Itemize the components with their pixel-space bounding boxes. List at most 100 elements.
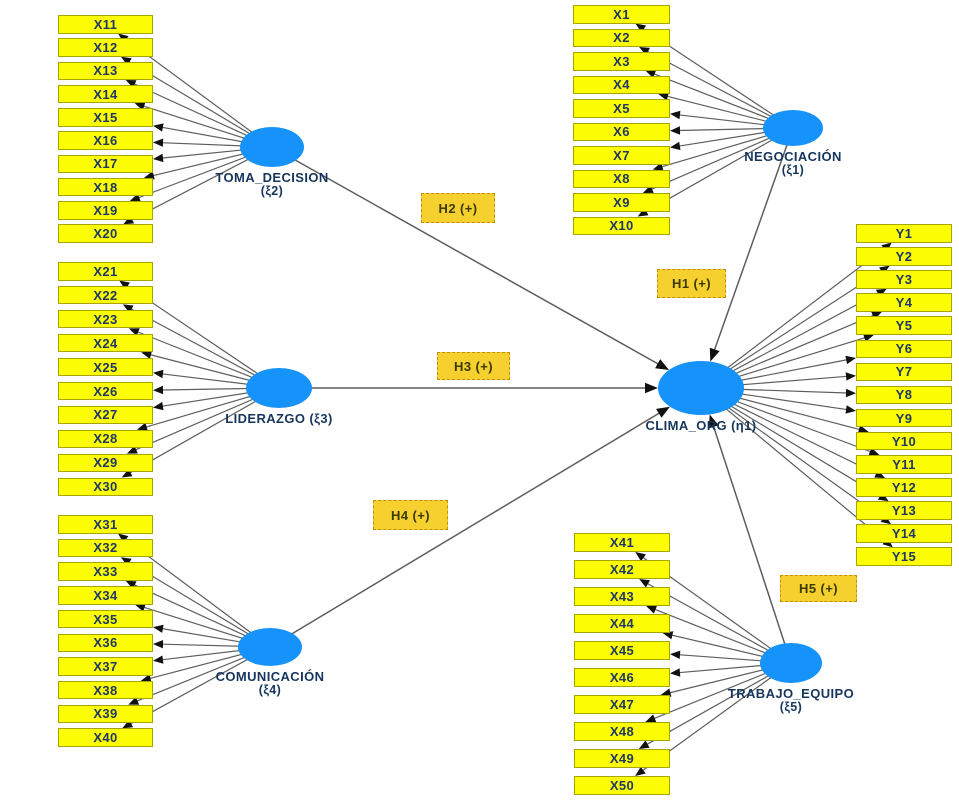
indicator-Y6[interactable]: Y6 (856, 339, 952, 358)
indicator-X40[interactable]: X40 (58, 728, 153, 747)
indicator-X47[interactable]: X47 (574, 695, 670, 714)
latent-toma_decision[interactable] (240, 127, 304, 167)
latent-label-line: TRABAJO_EQUIPO (727, 686, 855, 701)
arrowhead-icon (845, 355, 856, 365)
latent-clima_org[interactable] (658, 361, 744, 415)
indicator-X10[interactable]: X10 (573, 216, 670, 235)
latent-label-clima_org: CLIMA_ORG (η1) (611, 418, 791, 433)
indicator-X25[interactable]: X25 (58, 357, 153, 377)
arrowhead-icon (660, 688, 672, 697)
hypothesis-note-H1[interactable]: H1 (+) (657, 269, 726, 298)
indicator-X18[interactable]: X18 (58, 177, 153, 197)
indicator-X7[interactable]: X7 (573, 146, 670, 165)
indicator-Y1[interactable]: Y1 (856, 224, 952, 243)
indicator-Y14[interactable]: Y14 (856, 524, 952, 543)
latent-label-negociacion: NEGOCIACIÓN(ξ1) (703, 149, 883, 178)
indicator-X24[interactable]: X24 (58, 333, 153, 353)
indicator-X32[interactable]: X32 (58, 538, 153, 558)
indicator-X5[interactable]: X5 (573, 99, 670, 118)
indicator-X15[interactable]: X15 (58, 108, 153, 127)
arrowhead-icon (140, 674, 152, 683)
indicator-X16[interactable]: X16 (58, 131, 153, 150)
indicator-X12[interactable]: X12 (58, 38, 153, 57)
indicator-Y4[interactable]: Y4 (856, 293, 952, 312)
hypothesis-note-H3[interactable]: H3 (+) (437, 352, 510, 380)
indicator-Y7[interactable]: Y7 (856, 362, 952, 382)
edge-line (713, 127, 794, 352)
latent-label-line: TOMA_DECISION (215, 170, 329, 185)
indicator-X41[interactable]: X41 (574, 533, 670, 552)
indicator-X17[interactable]: X17 (58, 154, 153, 173)
indicator-X3[interactable]: X3 (573, 52, 670, 71)
indicator-X6[interactable]: X6 (573, 122, 670, 141)
indicator-X44[interactable]: X44 (574, 614, 670, 633)
indicator-X31[interactable]: X31 (58, 515, 153, 534)
indicator-X29[interactable]: X29 (58, 453, 153, 473)
path-H2-toma_decision-to-clima_org[interactable] (271, 146, 669, 370)
indicator-X19[interactable]: X19 (58, 201, 153, 220)
arrowhead-icon (153, 385, 164, 395)
indicator-X1[interactable]: X1 (573, 5, 670, 24)
arrowhead-icon (635, 23, 647, 33)
latent-label-liderazgo: LIDERAZGO (ξ3) (189, 411, 369, 426)
edge-line (269, 411, 661, 648)
indicator-Y8[interactable]: Y8 (856, 385, 952, 405)
indicator-X11[interactable]: X11 (58, 15, 153, 34)
latent-negociacion[interactable] (763, 110, 823, 146)
latent-trabajo_equipo[interactable] (760, 643, 822, 683)
indicator-X42[interactable]: X42 (574, 560, 670, 579)
indicator-X26[interactable]: X26 (58, 381, 153, 401)
indicator-X27[interactable]: X27 (58, 405, 153, 425)
indicator-X37[interactable]: X37 (58, 657, 153, 676)
path-H3-liderazgo-to-clima_org[interactable] (279, 382, 658, 394)
indicator-Y15[interactable]: Y15 (856, 547, 952, 566)
indicator-X9[interactable]: X9 (573, 193, 670, 212)
indicator-X14[interactable]: X14 (58, 84, 153, 104)
indicator-X23[interactable]: X23 (58, 309, 153, 329)
latent-comunicacion[interactable] (238, 628, 302, 666)
indicator-X33[interactable]: X33 (58, 562, 153, 581)
indicator-X50[interactable]: X50 (574, 776, 670, 795)
indicator-X49[interactable]: X49 (574, 749, 670, 768)
indicator-X45[interactable]: X45 (574, 641, 670, 660)
latent-label-line: LIDERAZGO (ξ3) (225, 411, 333, 426)
indicator-X36[interactable]: X36 (58, 633, 153, 652)
latent-liderazgo[interactable] (246, 368, 312, 408)
hypothesis-note-H5[interactable]: H5 (+) (780, 575, 857, 602)
indicator-X20[interactable]: X20 (58, 224, 153, 243)
latent-label-comunicacion: COMUNICACIÓN(ξ4) (180, 669, 360, 698)
indicator-X4[interactable]: X4 (573, 75, 670, 94)
path-H5-trabajo_equipo-to-clima_org[interactable] (708, 414, 792, 664)
indicator-Y9[interactable]: Y9 (856, 408, 952, 428)
indicator-Y10[interactable]: Y10 (856, 431, 952, 451)
arrowhead-icon (121, 56, 132, 66)
indicator-X48[interactable]: X48 (574, 722, 670, 741)
indicator-X22[interactable]: X22 (58, 285, 153, 305)
hypothesis-note-H2[interactable]: H2 (+) (421, 193, 495, 223)
arrowhead-icon (638, 740, 650, 749)
indicator-X8[interactable]: X8 (573, 169, 670, 188)
indicator-X30[interactable]: X30 (58, 477, 153, 496)
indicator-X43[interactable]: X43 (574, 587, 670, 606)
indicator-X28[interactable]: X28 (58, 429, 153, 449)
indicator-Y2[interactable]: Y2 (856, 247, 952, 266)
path-H4-comunicacion-to-clima_org[interactable] (269, 406, 670, 648)
indicator-Y11[interactable]: Y11 (856, 455, 952, 474)
path-H1-negociacion-to-clima_org[interactable] (709, 127, 794, 362)
indicator-X2[interactable]: X2 (573, 28, 670, 47)
indicator-Y5[interactable]: Y5 (856, 316, 952, 335)
indicator-X35[interactable]: X35 (58, 609, 153, 629)
indicator-Y12[interactable]: Y12 (856, 478, 952, 497)
indicator-X46[interactable]: X46 (574, 668, 670, 687)
latent-label-line: COMUNICACIÓN (215, 669, 325, 684)
indicator-X21[interactable]: X21 (58, 262, 153, 281)
indicator-X13[interactable]: X13 (58, 61, 153, 80)
indicator-X34[interactable]: X34 (58, 586, 153, 605)
hypothesis-note-H4[interactable]: H4 (+) (373, 500, 448, 530)
latent-label-toma_decision: TOMA_DECISION(ξ2) (182, 170, 362, 199)
indicator-Y3[interactable]: Y3 (856, 270, 952, 289)
indicator-X39[interactable]: X39 (58, 704, 153, 724)
indicator-Y13[interactable]: Y13 (856, 501, 952, 520)
indicator-X38[interactable]: X38 (58, 680, 153, 700)
